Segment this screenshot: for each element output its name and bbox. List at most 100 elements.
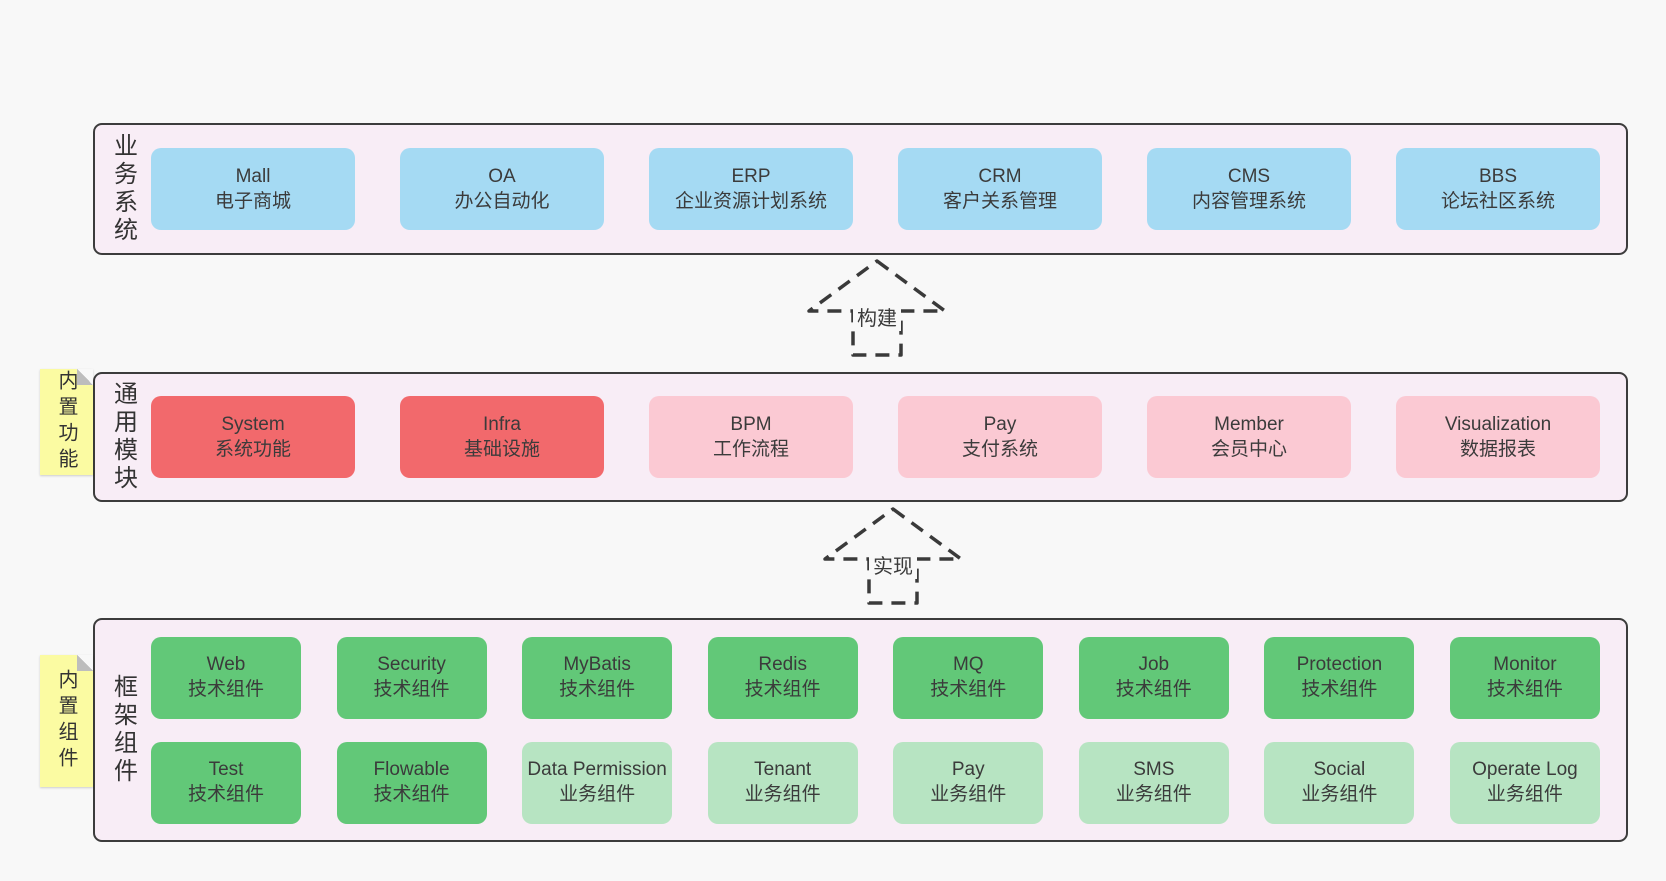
box-member: Member 会员中心 xyxy=(1147,396,1351,478)
box-subtitle: 技术组件 xyxy=(373,678,450,700)
sticky-note-builtin-components: 内置组件 xyxy=(40,655,93,787)
box-title: Test xyxy=(208,759,244,781)
box-title: Web xyxy=(206,654,246,676)
sticky-note-builtin-functions: 内置功能 xyxy=(40,369,93,475)
box-sms: SMS 业务组件 xyxy=(1078,741,1229,824)
components-row-1: Web 技术组件 Security 技术组件 MyBatis 技术组件 Redi… xyxy=(151,636,1600,719)
box-bpm: BPM 工作流程 xyxy=(649,396,853,478)
box-social: Social 业务组件 xyxy=(1264,741,1415,824)
box-monitor: Monitor 技术组件 xyxy=(1449,636,1600,719)
box-title: Monitor xyxy=(1493,654,1557,676)
box-title: MQ xyxy=(952,654,984,676)
box-subtitle: 业务组件 xyxy=(930,783,1007,805)
box-subtitle: 技术组件 xyxy=(1486,678,1563,700)
box-subtitle: 业务组件 xyxy=(744,783,821,805)
common-modules-row: System 系统功能 Infra 基础设施 BPM 工作流程 Pay 支付系统… xyxy=(151,374,1626,500)
box-flowable: Flowable 技术组件 xyxy=(336,741,487,824)
layer-business-systems: 业务系统 Mall 电子商城 OA 办公自动化 ERP 企业资源计划系统 CRM… xyxy=(93,123,1628,255)
box-subtitle: 客户关系管理 xyxy=(942,191,1057,212)
box-subtitle: 技术组件 xyxy=(930,678,1007,700)
box-title: OA xyxy=(488,165,516,187)
box-subtitle: 技术组件 xyxy=(1301,678,1378,700)
box-job: Job 技术组件 xyxy=(1078,636,1229,719)
up-arrow-icon xyxy=(807,259,947,357)
box-title: Visualization xyxy=(1444,413,1552,435)
box-subtitle: 论坛社区系统 xyxy=(1440,191,1555,212)
box-title: Pay xyxy=(951,759,985,781)
box-subtitle: 数据报表 xyxy=(1459,439,1536,460)
box-title: Job xyxy=(1138,654,1170,676)
box-pay-module: Pay 支付系统 xyxy=(898,396,1102,478)
box-subtitle: 业务组件 xyxy=(559,783,636,805)
sticky-label: 内置组件 xyxy=(55,669,77,773)
box-redis: Redis 技术组件 xyxy=(707,636,858,719)
box-pay-component: Pay 业务组件 xyxy=(893,741,1044,824)
box-subtitle: 技术组件 xyxy=(187,678,264,700)
box-security: Security 技术组件 xyxy=(336,636,487,719)
box-title: CRM xyxy=(978,165,1022,187)
box-erp: ERP 企业资源计划系统 xyxy=(649,148,853,230)
layer-common-modules: 通用模块 System 系统功能 Infra 基础设施 BPM 工作流程 Pay… xyxy=(93,372,1628,502)
layer-label-business-systems: 业务系统 xyxy=(109,133,137,245)
box-subtitle: 系统功能 xyxy=(214,439,291,460)
box-crm: CRM 客户关系管理 xyxy=(898,148,1102,230)
box-system: System 系统功能 xyxy=(151,396,355,478)
box-title: ERP xyxy=(731,165,771,187)
box-title: BPM xyxy=(730,413,772,435)
box-title: Flowable xyxy=(373,759,450,781)
box-bbs: BBS 论坛社区系统 xyxy=(1396,148,1600,230)
up-arrow-icon xyxy=(823,507,963,605)
layer-label-common-modules: 通用模块 xyxy=(109,381,137,493)
box-title: BBS xyxy=(1478,165,1518,187)
box-subtitle: 业务组件 xyxy=(1486,783,1563,805)
box-cms: CMS 内容管理系统 xyxy=(1147,148,1351,230)
box-protection: Protection 技术组件 xyxy=(1264,636,1415,719)
box-infra: Infra 基础设施 xyxy=(400,396,604,478)
box-title: SMS xyxy=(1133,759,1175,781)
box-title: Data Permission xyxy=(527,759,667,781)
box-subtitle: 电子商城 xyxy=(214,191,291,212)
box-title: Pay xyxy=(983,413,1017,435)
box-title: Infra xyxy=(482,413,522,435)
box-data-permission: Data Permission 业务组件 xyxy=(522,741,673,824)
box-subtitle: 工作流程 xyxy=(712,439,789,460)
box-subtitle: 技术组件 xyxy=(1115,678,1192,700)
box-title: MyBatis xyxy=(563,654,631,676)
arrow-label-build: 构建 xyxy=(853,302,901,331)
box-mall: Mall 电子商城 xyxy=(151,148,355,230)
box-title: Mall xyxy=(235,165,271,187)
box-web: Web 技术组件 xyxy=(151,636,301,719)
box-title: Member xyxy=(1214,413,1284,435)
box-subtitle: 内容管理系统 xyxy=(1191,191,1306,212)
arrow-label-implement: 实现 xyxy=(869,550,917,579)
box-title: Redis xyxy=(758,654,807,676)
box-subtitle: 企业资源计划系统 xyxy=(674,191,827,212)
box-mybatis: MyBatis 技术组件 xyxy=(522,636,673,719)
box-test: Test 技术组件 xyxy=(151,741,301,824)
box-operate-log: Operate Log 业务组件 xyxy=(1449,741,1600,824)
up-arrow-build: 构建 xyxy=(807,258,947,358)
box-subtitle: 支付系统 xyxy=(961,439,1038,460)
box-subtitle: 技术组件 xyxy=(373,783,450,805)
box-title: CMS xyxy=(1227,165,1271,187)
folded-corner-icon xyxy=(77,655,93,671)
box-tenant: Tenant 业务组件 xyxy=(707,741,858,824)
components-row-2: Test 技术组件 Flowable 技术组件 Data Permission … xyxy=(151,741,1600,824)
box-visualization: Visualization 数据报表 xyxy=(1396,396,1600,478)
folded-corner-icon xyxy=(77,369,93,385)
box-subtitle: 技术组件 xyxy=(187,783,264,805)
box-title: Protection xyxy=(1296,654,1383,676)
business-systems-row: Mall 电子商城 OA 办公自动化 ERP 企业资源计划系统 CRM 客户关系… xyxy=(151,125,1626,253)
box-subtitle: 基础设施 xyxy=(463,439,540,460)
box-oa: OA 办公自动化 xyxy=(400,148,604,230)
box-subtitle: 会员中心 xyxy=(1210,439,1287,460)
box-title: Tenant xyxy=(754,759,812,781)
up-arrow-implement: 实现 xyxy=(823,506,963,606)
box-title: Security xyxy=(377,654,446,676)
box-subtitle: 业务组件 xyxy=(1115,783,1192,805)
box-mq: MQ 技术组件 xyxy=(893,636,1044,719)
box-title: Social xyxy=(1313,759,1366,781)
box-title: System xyxy=(221,413,285,435)
box-subtitle: 办公自动化 xyxy=(454,191,550,212)
